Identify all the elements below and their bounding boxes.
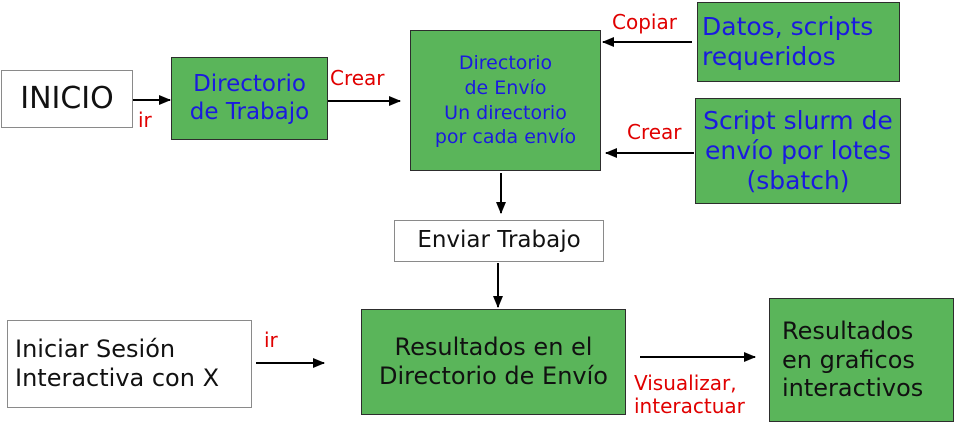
edge-label-resultados-to-graficos: Visualizar, interactuar xyxy=(634,372,745,418)
edge-label-slurm-to-envio: Crear xyxy=(627,120,682,144)
node-resultados-directorio-line-2: Directorio de Envío xyxy=(379,362,608,390)
node-directorio-envio-line-1: Directorio xyxy=(458,52,553,75)
node-inicio-label: INICIO xyxy=(20,81,114,116)
node-iniciar-sesion-line-1: Iniciar Sesión xyxy=(15,335,176,364)
node-enviar-trabajo: Enviar Trabajo xyxy=(394,220,604,262)
node-enviar-trabajo-label: Enviar Trabajo xyxy=(417,227,581,254)
edge-label-trabajo-to-envio: Crear xyxy=(330,66,385,90)
node-directorio-trabajo-line-1: Directorio xyxy=(193,70,306,97)
node-directorio-trabajo-line-2: de Trabajo xyxy=(189,98,310,125)
node-datos-scripts-line-2: requeridos xyxy=(702,42,836,71)
node-resultados-directorio: Resultados en el Directorio de Envío xyxy=(361,309,626,415)
node-directorio-envio: Directorio de Envío Un directorio por ca… xyxy=(410,30,601,171)
node-directorio-trabajo: Directorio de Trabajo xyxy=(171,57,328,140)
node-inicio: INICIO xyxy=(1,70,133,128)
edge-label-sesion-to-resultados: ir xyxy=(264,328,278,352)
node-script-slurm-line-3: (sbatch) xyxy=(746,166,850,195)
node-resultados-graficos-line-2: en graficos xyxy=(782,345,915,374)
node-directorio-envio-line-2: de Envío xyxy=(464,76,547,99)
node-directorio-envio-line-3: Un directorio xyxy=(444,101,567,124)
edge-label-resultados-to-graficos-line-1: Visualizar, xyxy=(634,371,737,395)
node-script-slurm: Script slurm de envío por lotes (sbatch) xyxy=(695,98,901,204)
node-resultados-graficos: Resultados en graficos interactivos xyxy=(769,298,954,422)
edge-label-inicio-to-trabajo: ir xyxy=(138,108,152,132)
node-directorio-envio-line-4: por cada envío xyxy=(434,126,577,149)
node-script-slurm-line-2: envío por lotes xyxy=(704,136,892,165)
node-datos-scripts-line-1: Datos, scripts xyxy=(702,12,874,41)
node-datos-scripts: Datos, scripts requeridos xyxy=(697,2,900,82)
edge-label-datos-to-envio: Copiar xyxy=(612,10,677,34)
node-resultados-directorio-line-1: Resultados en el xyxy=(394,333,593,362)
edge-label-resultados-to-graficos-line-2: interactuar xyxy=(634,394,745,418)
node-iniciar-sesion-line-2: Interactiva con X xyxy=(15,364,220,392)
node-iniciar-sesion: Iniciar Sesión Interactiva con X xyxy=(7,320,252,408)
node-resultados-graficos-line-3: interactivos xyxy=(782,374,924,403)
node-script-slurm-line-1: Script slurm de xyxy=(703,106,893,135)
node-resultados-graficos-line-1: Resultados xyxy=(782,316,914,345)
